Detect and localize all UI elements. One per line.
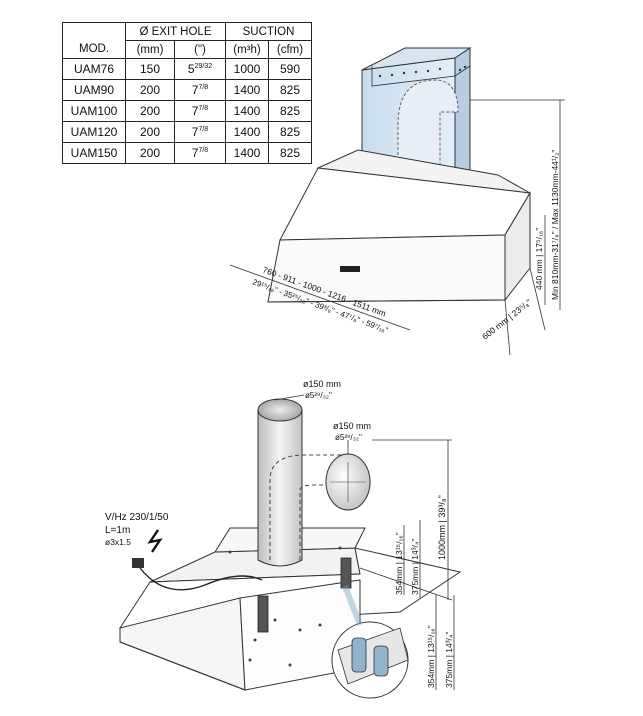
cell-exit-in-whole: 5 (187, 62, 195, 76)
power-length-label: L=1m (105, 525, 130, 536)
depth-label: 600 mm | 23⁵/₈" (480, 297, 533, 342)
dim-354-upper-label: 354mm | 13¹⁵/₁₆" (394, 532, 404, 595)
cell-exit-mm: 200 (125, 142, 175, 164)
duct-side-diameter-in-label: ø5²⁹/₃₂" (335, 433, 362, 442)
cell-suction-m3h: 1400 (225, 79, 269, 101)
spec-table: MOD. Ø EXIT HOLE SUCTION (mm) (") (m³h) … (62, 22, 312, 164)
cell-suction-cfm: 590 (268, 58, 312, 80)
cell-suction-cfm: 825 (268, 79, 312, 101)
dim-375-lower-label: 375mm | 14³/₄" (444, 632, 454, 688)
cell-suction-cfm: 825 (268, 142, 312, 164)
power-bolt-icon (147, 529, 163, 553)
power-voltage-label: V/Hz 230/1/50 (105, 512, 169, 523)
cell-exit-in-frac: 7/8 (198, 126, 209, 133)
cell-exit-in-frac: 7/8 (198, 84, 209, 91)
cell-exit-in-frac: 29/32 (194, 63, 213, 70)
power-cable-label: ø3x1.5 (105, 537, 131, 547)
mounting-brackets (257, 557, 352, 633)
cell-exit-in-whole: 7 (191, 146, 199, 160)
control-panel-icon (340, 266, 360, 272)
dim-354-lower-label: 354mm | 13¹⁵/₁₆" (426, 625, 436, 688)
cell-exit-in-frac: 7/8 (198, 147, 209, 154)
duct-top-outlet (257, 398, 303, 422)
cell-exit-mm: 200 (125, 121, 175, 143)
power-cable (139, 567, 263, 591)
cell-suction-cfm: 825 (268, 100, 312, 122)
dim-375-upper-label: 375mm | 14³/₄" (410, 539, 420, 595)
cell-exit-in-whole: 7 (191, 83, 199, 97)
cell-suction-m3h: 1000 (225, 58, 269, 80)
header-suction: SUCTION (225, 22, 312, 41)
install-dimension-lines (274, 394, 455, 690)
cell-suction-cfm: 825 (268, 121, 312, 143)
top-dimension-lines (229, 99, 565, 356)
height-body-label: 440 mm | 17⁵/₁₆" (534, 228, 544, 290)
cell-suction-m3h: 1400 (225, 142, 269, 164)
duct-top-diameter-in-label: ø5²⁹/₃₂" (305, 391, 332, 400)
hood-install-view: ø150 mm ø5²⁹/₃₂" ø150 mm ø5²⁹/₃₂" V/Hz 2… (105, 379, 462, 699)
cell-exit-in-whole: 7 (191, 125, 199, 139)
table-header-row-1: MOD. Ø EXIT HOLE SUCTION (62, 22, 312, 59)
cell-exit-in-frac: 7/8 (198, 105, 209, 112)
cell-exit-in-whole: 7 (191, 104, 199, 118)
hood-top-view: 760 - 911 - 1000 - 1216 - 1511 mm 29¹⁵/₁… (229, 47, 565, 356)
cell-exit-in: 77/8 (174, 142, 226, 164)
dim-1000-label: 1000mm | 39³/₈" (437, 495, 447, 560)
height-range-label: Min 810mm-31⁷/₈" / Max 1130mm-44¹/₂" (550, 150, 560, 300)
cell-model: UAM90 (62, 79, 126, 101)
duct-side-diameter-label: ø150 mm (333, 421, 371, 431)
duct-top-diameter-label: ø150 mm (303, 379, 341, 389)
header-mod: MOD. (62, 22, 126, 59)
plug-icon (132, 558, 144, 568)
cell-suction-m3h: 1400 (225, 100, 269, 122)
header-exit-hole: Ø EXIT HOLE (125, 22, 226, 41)
